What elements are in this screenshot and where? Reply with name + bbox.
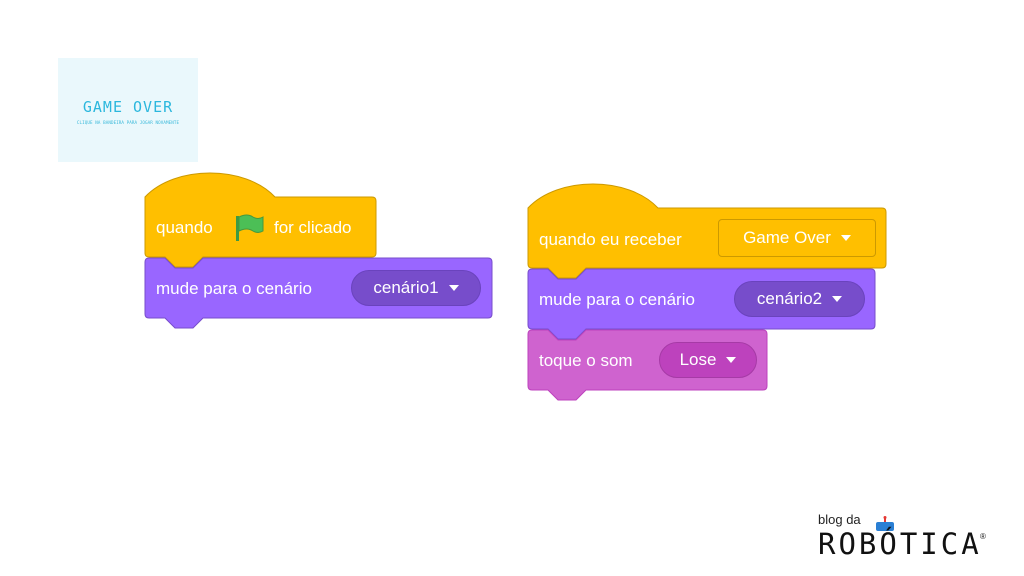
hat-label-when: quando	[156, 218, 213, 237]
caret-down-icon	[726, 357, 737, 363]
message-dropdown[interactable]: Game Over	[718, 219, 876, 257]
hat-label-clicked: for clicado	[274, 218, 352, 237]
caret-down-icon	[840, 235, 851, 241]
backdrop-dropdown-1[interactable]: cenário1	[351, 270, 481, 306]
backdrop-dropdown-2[interactable]: cenário2	[734, 281, 865, 317]
game-over-thumbnail: GAME OVER CLIQUE NA BANDEIRA PARA JOGAR …	[58, 58, 198, 162]
backdrop-dropdown-1-value: cenário1	[373, 278, 439, 297]
logo-big-text: ROBÓTICA	[818, 527, 982, 561]
message-dropdown-value: Game Over	[743, 228, 831, 247]
thumbnail-title: GAME OVER	[82, 98, 174, 116]
caret-down-icon	[832, 296, 843, 302]
when-receive-label: quando eu receber	[539, 230, 682, 249]
caret-down-icon	[448, 285, 459, 291]
switch-backdrop-label-2: mude para o cenário	[539, 290, 695, 309]
switch-backdrop-label-1: mude para o cenário	[156, 279, 312, 298]
sound-dropdown[interactable]: Lose	[659, 342, 757, 378]
registered-mark: ®	[980, 532, 986, 541]
blog-da-robotica-logo: blog da ROBÓTICA ®	[818, 512, 988, 562]
thumbnail-subtitle: CLIQUE NA BANDEIRA PARA JOGAR NOVAMENTE	[76, 120, 180, 125]
robot-icon	[876, 516, 894, 531]
sound-dropdown-value: Lose	[679, 350, 717, 369]
play-sound-label: toque o som	[539, 351, 633, 370]
backdrop-dropdown-2-value: cenário2	[756, 289, 823, 308]
logo-small-text: blog da	[818, 512, 861, 527]
green-flag-icon	[236, 214, 264, 241]
